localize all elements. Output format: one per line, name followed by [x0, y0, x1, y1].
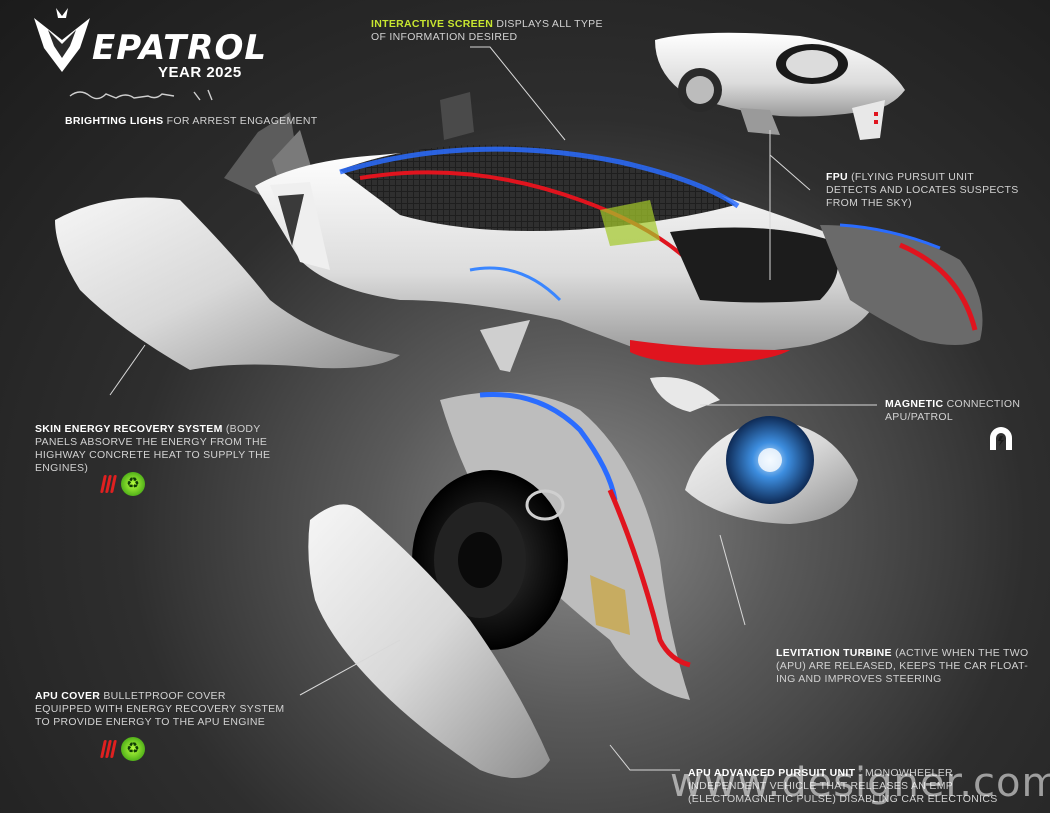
label-apu-cover-head: APU COVER	[35, 690, 101, 702]
signature-icon	[69, 89, 213, 101]
watermark: www.designer.com	[670, 760, 1050, 806]
leader-lines	[109, 46, 877, 771]
label-skin-head: SKIN ENERGY RECOVERY SYSTEM	[35, 423, 223, 435]
label-apu-unit: APU ADVANCED PURSUIT UNIT : MONOWHEELER …	[688, 767, 1028, 806]
label-magnetic: MAGNETIC CONNECTION APU/PATROL	[885, 398, 1035, 424]
label-brighting-head: BRIGHTING LIGHS	[65, 115, 164, 127]
apu-cover	[308, 504, 550, 778]
fpu-drone	[655, 32, 905, 140]
apu-cover-energy-icons: ♻	[100, 737, 145, 761]
label-interactive-screen-body: DISPLAYS ALL TYPE OF INFORMATION DESIRED	[371, 18, 603, 43]
magnet-icon	[990, 427, 1012, 450]
label-fpu: FPU (FLYING PURSUIT UNIT DETECTS AND LOC…	[826, 171, 1026, 210]
skin-panel-left	[55, 197, 400, 370]
recycle-icon: ♻	[121, 737, 145, 761]
label-magnetic-body: CONNECTION APU/PATROL	[885, 398, 1021, 423]
brand-year: YEAR 2025	[158, 64, 242, 81]
label-apu-cover: APU COVER BULLETPROOF COVER EQUIPPED WIT…	[35, 690, 285, 729]
label-fpu-head: FPU	[826, 171, 848, 183]
right-side-panel	[820, 223, 983, 345]
heat-waves-icon	[100, 740, 117, 758]
brand-wordmark: EPATROL	[92, 28, 268, 68]
label-fpu-body: (FLYING PURSUIT UNIT DETECTS AND LOCATES…	[826, 171, 1019, 209]
label-interactive-screen: INTERACTIVE SCREEN DISPLAYS ALL TYPE OF …	[371, 18, 621, 44]
label-apu-cover-body: BULLETPROOF COVER EQUIPPED WITH ENERGY R…	[35, 690, 285, 728]
recycle-icon: ♻	[121, 472, 145, 496]
label-apu-unit-head: APU ADVANCED PURSUIT UNIT	[688, 767, 856, 779]
label-skin: SKIN ENERGY RECOVERY SYSTEM (BODY PANELS…	[35, 423, 275, 475]
label-levitation-body: (ACTIVE WHEN THE TWO (APU) ARE RELEASED,…	[776, 647, 1029, 685]
car-main-body	[255, 144, 881, 372]
label-levitation: LEVITATION TURBINE (ACTIVE WHEN THE TWO …	[776, 647, 1036, 686]
rear-fin-left	[224, 112, 296, 196]
rear-fin-right	[440, 92, 474, 140]
label-apu-unit-body: : MONOWHEELER INDEPENDENT VEHICLE THAT R…	[688, 767, 998, 805]
apu-assembly	[412, 376, 720, 700]
label-brighting-body: FOR ARREST ENGAGEMENT	[166, 115, 318, 127]
label-brighting: BRIGHTING LIGHS FOR ARREST ENGAGEMENT	[65, 115, 325, 128]
skin-energy-icons: ♻	[100, 472, 145, 496]
heat-waves-icon	[100, 475, 117, 493]
label-skin-body: (BODY PANELS ABSORVE THE ENERGY FROM THE…	[35, 423, 271, 474]
epatrol-logo-icon	[34, 8, 90, 72]
label-interactive-screen-head: INTERACTIVE SCREEN	[371, 18, 494, 30]
levitation-turbine	[685, 416, 858, 524]
label-magnetic-head: MAGNETIC	[885, 398, 944, 410]
label-levitation-head: LEVITATION TURBINE	[776, 647, 892, 659]
